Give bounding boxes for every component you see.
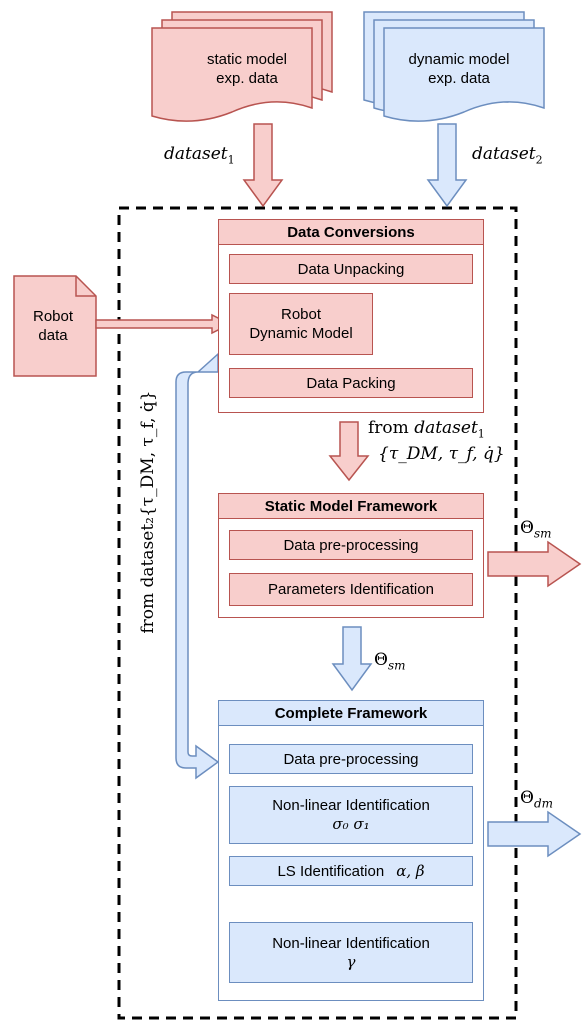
robot-dynamic-model-box: Robot Dynamic Model	[229, 293, 373, 355]
robot-data-label: Robot data	[32, 308, 74, 344]
robot-data-arrow	[95, 313, 232, 335]
dataset1-sub: 1	[227, 153, 235, 167]
from-dataset1-name: dataset	[414, 418, 478, 438]
from-dataset1-arrow	[328, 421, 370, 482]
robot-data-document	[13, 275, 97, 377]
dataset2-name: dataset	[472, 144, 536, 164]
dataset2-arrow	[426, 123, 468, 208]
complete-preprocessing-box: Data pre-processing	[229, 744, 473, 774]
theta-sm-output-label: Θsm	[520, 518, 551, 540]
dashed-frame	[117, 206, 518, 1020]
complete-framework-title: Complete Framework	[218, 700, 484, 726]
theta-dm-output-arrow	[487, 810, 582, 858]
nonlinear-identification-gamma-box: Non-linear Identification γ	[229, 922, 473, 983]
from-dataset1-label: from dataset1	[368, 418, 485, 440]
ls-identification-box: LS Identification α, β	[229, 856, 473, 886]
dataset1-label: dataset1	[164, 144, 235, 166]
theta-sm-out-sub: sm	[533, 526, 552, 541]
theta-sm-mid-symbol: Θ	[374, 650, 388, 670]
from-dataset1-sub: 1	[477, 427, 485, 441]
static-preprocessing-box: Data pre-processing	[229, 530, 473, 560]
dataset2-label: dataset2	[472, 144, 543, 166]
sigma-symbols: σ₀ σ₁	[332, 815, 370, 833]
nonlinear-identification-gamma-text: Non-linear Identification	[272, 934, 430, 952]
alpha-beta-symbols: α, β	[396, 861, 425, 880]
dataset2-bypass-arrow	[175, 352, 220, 780]
dataset2-sub: 2	[535, 153, 543, 167]
theta-sm-label: Θsm	[374, 650, 405, 672]
dataset1-name: dataset	[164, 144, 228, 164]
from-dataset1-set: {τ_DM, τ_f, q̇}	[378, 444, 505, 464]
gamma-symbol: γ	[346, 952, 356, 971]
theta-dm-output-label: Θdm	[520, 788, 553, 810]
theta-sm-output-arrow	[487, 540, 582, 588]
theta-sm-mid-sub: sm	[387, 658, 406, 673]
dynamic-data-document-stack	[363, 11, 545, 122]
theta-dm-out-sub: dm	[533, 796, 553, 811]
static-data-label: static model exp. data	[206, 51, 288, 87]
data-unpacking-box: Data Unpacking	[229, 254, 473, 284]
dataset1-arrow	[242, 123, 284, 208]
nonlinear-identification-sigma-box: Non-linear Identification σ₀ σ₁	[229, 786, 473, 844]
data-packing-box: Data Packing	[229, 368, 473, 398]
dynamic-data-label: dynamic model exp. data	[408, 51, 510, 87]
theta-sm-out-symbol: Θ	[520, 518, 534, 538]
parameters-identification-box: Parameters Identification	[229, 573, 473, 606]
nonlinear-identification-sigma-text: Non-linear Identification	[272, 797, 430, 814]
theta-sm-arrow	[331, 626, 373, 692]
static-framework-title: Static Model Framework	[218, 493, 484, 519]
from-prefix: from	[368, 418, 415, 438]
theta-dm-out-symbol: Θ	[520, 788, 534, 808]
ls-identification-text: LS Identification	[277, 862, 385, 880]
data-conversions-title: Data Conversions	[218, 219, 484, 245]
from-dataset2-vertical-label: from dataset₂{τ_DM, τ_f, q̇}	[138, 390, 158, 634]
static-data-document-stack	[151, 11, 333, 122]
